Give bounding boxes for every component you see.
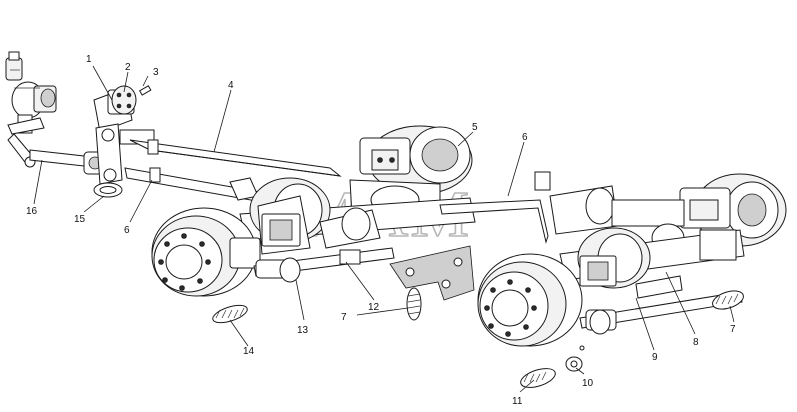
front-left-wheel <box>151 207 261 297</box>
callout-6-left: 6 <box>124 225 130 236</box>
bellcrank-bracket <box>93 85 155 185</box>
callout-7-right: 7 <box>730 324 736 335</box>
rear-axle-housing <box>559 227 745 289</box>
spring-7-mid <box>406 287 422 321</box>
callout-14: 14 <box>243 346 255 357</box>
small-parts <box>93 182 744 388</box>
leader-lines <box>33 65 735 393</box>
callout-10: 10 <box>582 378 594 389</box>
callout-3: 3 <box>153 67 159 78</box>
rear-left-wheel <box>477 253 583 347</box>
callout-2: 2 <box>125 62 131 73</box>
spring-7-right <box>712 290 744 310</box>
callout-5: 5 <box>472 122 478 133</box>
rod-lower-left <box>124 167 263 203</box>
front-axle-housing <box>239 177 476 255</box>
front-tie-rod <box>253 247 395 283</box>
callout-15: 15 <box>74 214 86 225</box>
callout-labels: 1 2 3 4 5 6 6 7 7 8 9 10 11 12 13 14 15 … <box>26 54 736 407</box>
callout-13: 13 <box>297 325 309 336</box>
callout-6-right: 6 <box>522 132 528 143</box>
callout-11: 11 <box>512 396 523 407</box>
callout-4: 4 <box>228 80 234 91</box>
callout-1: 1 <box>86 54 92 65</box>
callout-8: 8 <box>693 337 699 348</box>
callout-16: 16 <box>26 206 38 217</box>
long-rod-upper <box>129 139 342 177</box>
rear-axle-diff <box>549 173 787 253</box>
callout-12: 12 <box>368 302 380 313</box>
rod-angled-right <box>439 171 551 244</box>
mounting-plate <box>389 245 475 301</box>
callout-9: 9 <box>652 352 658 363</box>
callout-7-mid: 7 <box>341 312 347 323</box>
